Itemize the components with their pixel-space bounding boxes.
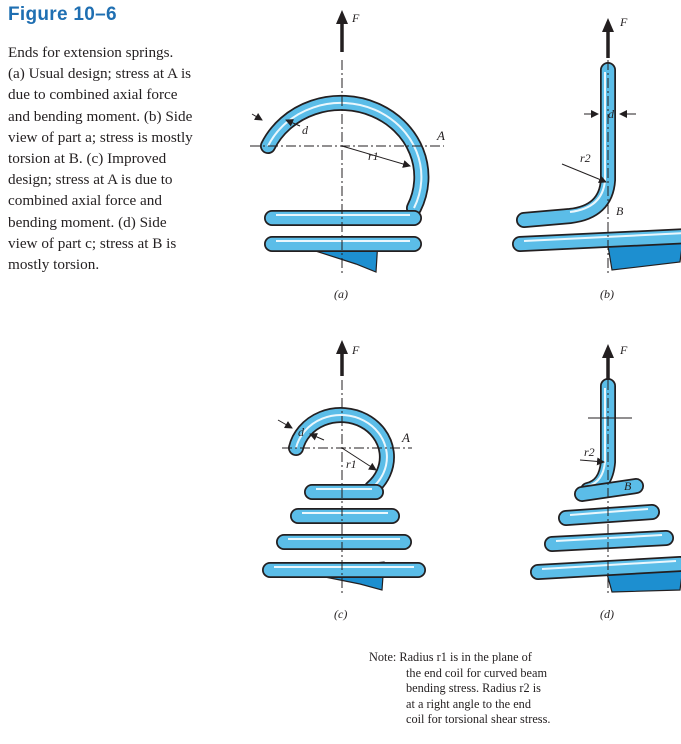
caption-line: view of part a; stress is mostly [8, 128, 193, 146]
figure-note: Note: Radius r1 is in the plane of the e… [369, 650, 550, 728]
caption-line: design; stress at A is due to [8, 171, 173, 189]
radius-label-c: r1 [346, 457, 357, 471]
panel-caption-d: (d) [600, 607, 614, 621]
dia-label-c: d [298, 425, 305, 439]
point-label-d: B [624, 479, 632, 493]
note-line: Note: Radius r1 is in the plane of [369, 650, 532, 664]
note-line: the end coil for curved beam [406, 665, 548, 680]
force-label-a: F [351, 11, 360, 25]
caption-line: (a) Usual design; stress at A is [8, 65, 192, 83]
panel-caption-c: (c) [334, 607, 347, 621]
caption-line: torsion at B. (c) Improved [8, 150, 167, 168]
force-label-c: F [351, 343, 360, 357]
caption-line: and bending moment. (b) Side [8, 107, 193, 125]
radius-label-a: r1 [368, 149, 379, 163]
radius-label-b: r2 [580, 151, 591, 165]
figure-title: Figure 10–6 [8, 4, 117, 25]
note-line: at a right angle to the end [406, 696, 531, 711]
force-label-d: F [619, 343, 628, 357]
caption-line: combined axial force and [8, 192, 162, 210]
figure-caption: Ends for extension springs. (a) Usual de… [8, 42, 240, 275]
panel-caption-b: (b) [600, 287, 614, 301]
caption-line: view of part c; stress at B is [8, 234, 177, 252]
point-label-c: A [401, 430, 410, 445]
note-line: bending stress. Radius r2 is [406, 681, 541, 696]
panel-a: F A r1 d (a) [250, 10, 445, 301]
caption-line: mostly torsion. [8, 256, 100, 274]
panel-caption-a: (a) [334, 287, 348, 301]
caption-line: Ends for extension springs. [8, 44, 174, 61]
panel-c: F A r1 d (c) [262, 340, 426, 621]
point-label-a: A [436, 128, 445, 143]
dia-label-a: d [302, 123, 309, 137]
point-label-b: B [616, 204, 624, 218]
radius-label-d: r2 [584, 445, 595, 459]
note-line: coil for torsional shear stress. [406, 712, 551, 727]
caption-line: due to combined axial force [8, 86, 178, 104]
panel-b: F d r2 B (b) [512, 15, 681, 301]
panel-d: F r2 B (d) [530, 343, 681, 621]
caption-line: bending moment. (d) Side [8, 213, 167, 231]
force-label-b: F [619, 15, 628, 29]
dia-label-b: d [608, 107, 615, 121]
